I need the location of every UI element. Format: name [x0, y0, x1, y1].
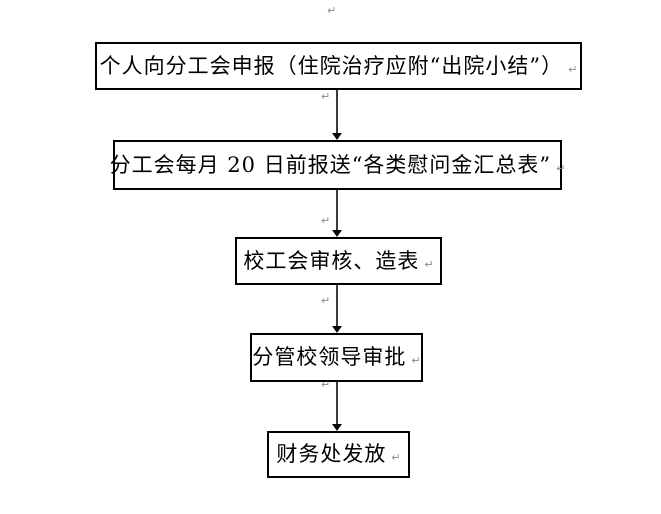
flow-arrow-2 — [330, 190, 344, 237]
flow-node-label: 分工会每月 20 日前报送“各类慰问金汇总表” — [109, 152, 552, 177]
flow-arrow-4 — [330, 382, 344, 431]
paragraph-mark: ↵ — [568, 62, 578, 76]
arrow-line — [336, 382, 338, 427]
flow-node-finance-payout: 财务处发放 ↵ — [267, 431, 410, 478]
arrow-head-icon — [332, 424, 342, 431]
paragraph-mark: ↵ — [327, 4, 337, 17]
flow-node-label: 校工会审核、造表 — [243, 248, 420, 273]
arrow-line — [336, 190, 338, 233]
flow-node-label: 分管校领导审批 — [252, 345, 407, 369]
arrow-head-icon — [332, 326, 342, 333]
flow-node-label: 财务处发放 — [276, 442, 387, 466]
paragraph-mark: ↵ — [411, 354, 421, 367]
arrow-line — [336, 285, 338, 329]
paragraph-mark: ↵ — [556, 161, 566, 175]
paragraph-mark: ↵ — [321, 378, 331, 391]
flow-node-submit-summary: 分工会每月 20 日前报送“各类慰问金汇总表” ↵ — [109, 140, 566, 190]
paragraph-mark: ↵ — [321, 214, 331, 227]
flow-node-leader-approval: 分管校领导审批 ↵ — [250, 333, 423, 382]
paragraph-mark: ↵ — [391, 451, 401, 464]
arrow-head-icon — [332, 133, 342, 140]
arrow-line — [336, 90, 338, 136]
flow-node-union-review: 校工会审核、造表 ↵ — [235, 237, 442, 285]
flow-arrow-1 — [330, 90, 344, 140]
paragraph-mark: ↵ — [321, 90, 331, 103]
flow-node-declare: 个人向分工会申报（住院治疗应附“出院小结”） ↵ — [95, 42, 582, 90]
flow-node-label: 个人向分工会申报（住院治疗应附“出院小结”） — [99, 53, 564, 78]
flow-arrow-3 — [330, 285, 344, 333]
arrow-head-icon — [332, 230, 342, 237]
paragraph-mark: ↵ — [424, 257, 434, 271]
paragraph-mark: ↵ — [321, 294, 331, 307]
